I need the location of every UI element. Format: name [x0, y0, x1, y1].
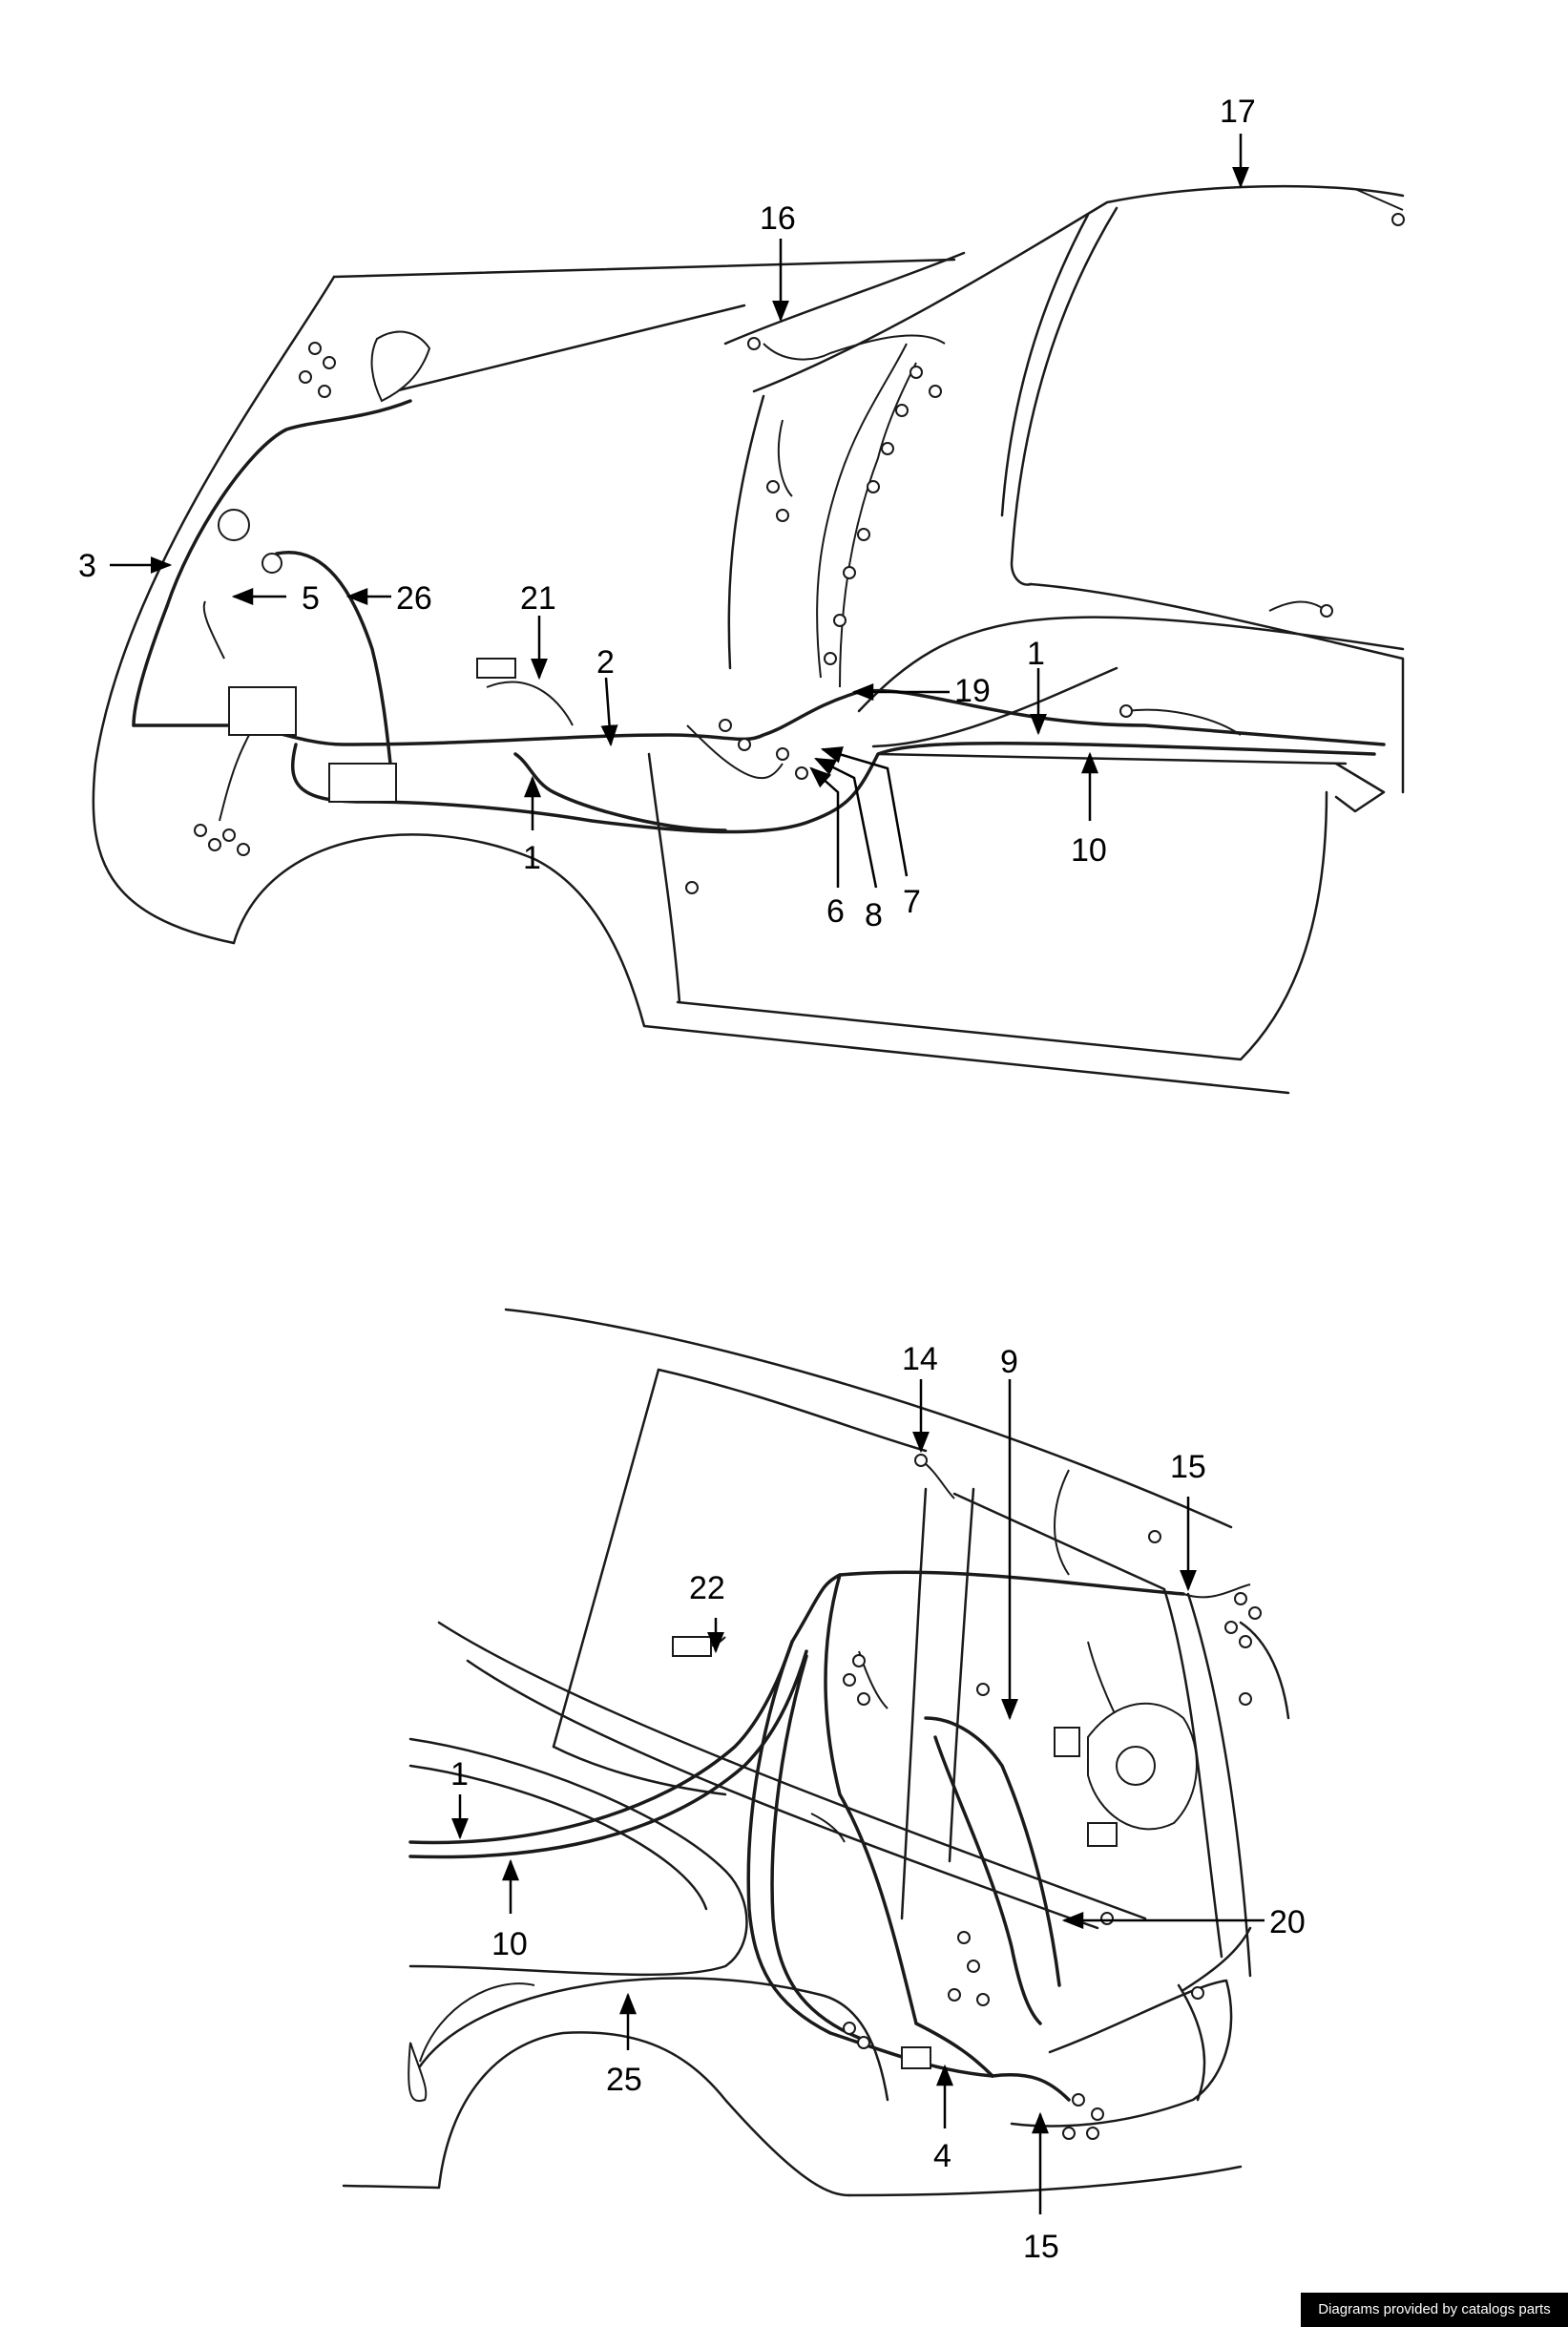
label-15b: 15 [1023, 2229, 1059, 2265]
label-26: 26 [396, 580, 432, 617]
label-2: 2 [596, 644, 615, 681]
front-components [194, 213, 1405, 894]
label-14: 14 [902, 1341, 938, 1377]
label-3: 3 [78, 548, 96, 584]
top-view-labels: 17 16 3 5 26 21 2 1 19 1 10 6 8 7 [78, 94, 1256, 933]
bottom-leader-lines [451, 1379, 1265, 2214]
label-21: 21 [520, 580, 556, 617]
label-5: 5 [302, 580, 320, 617]
bottom-view-labels: 14 9 15 22 1 10 20 25 4 15 [450, 1341, 1306, 2265]
label-16: 16 [760, 200, 796, 237]
top-leader-lines [110, 134, 1249, 889]
label-10b: 10 [491, 1926, 528, 1962]
label-17: 17 [1220, 94, 1256, 130]
label-1c: 1 [450, 1756, 469, 1792]
rear-body-outline [342, 1308, 1290, 2197]
label-7: 7 [903, 884, 921, 920]
rear-wiring-harness [408, 1459, 1251, 2102]
label-1a: 1 [523, 840, 541, 876]
cabin-outline [723, 184, 1405, 813]
label-4: 4 [933, 2138, 951, 2174]
label-25: 25 [606, 2062, 642, 2098]
label-1b: 1 [1027, 636, 1045, 672]
label-9: 9 [1000, 1344, 1018, 1380]
front-wiring-harness [132, 188, 1404, 834]
label-8: 8 [865, 897, 883, 933]
label-22: 22 [689, 1570, 725, 1606]
credit-banner: Diagrams provided by catalogs parts [1301, 2293, 1568, 2327]
label-20: 20 [1269, 1904, 1306, 1940]
label-10: 10 [1071, 832, 1107, 869]
label-15a: 15 [1170, 1449, 1206, 1485]
front-body-outline [92, 258, 1328, 1095]
label-6: 6 [826, 893, 845, 930]
label-19: 19 [954, 673, 991, 709]
rear-components [408, 1454, 1262, 2140]
